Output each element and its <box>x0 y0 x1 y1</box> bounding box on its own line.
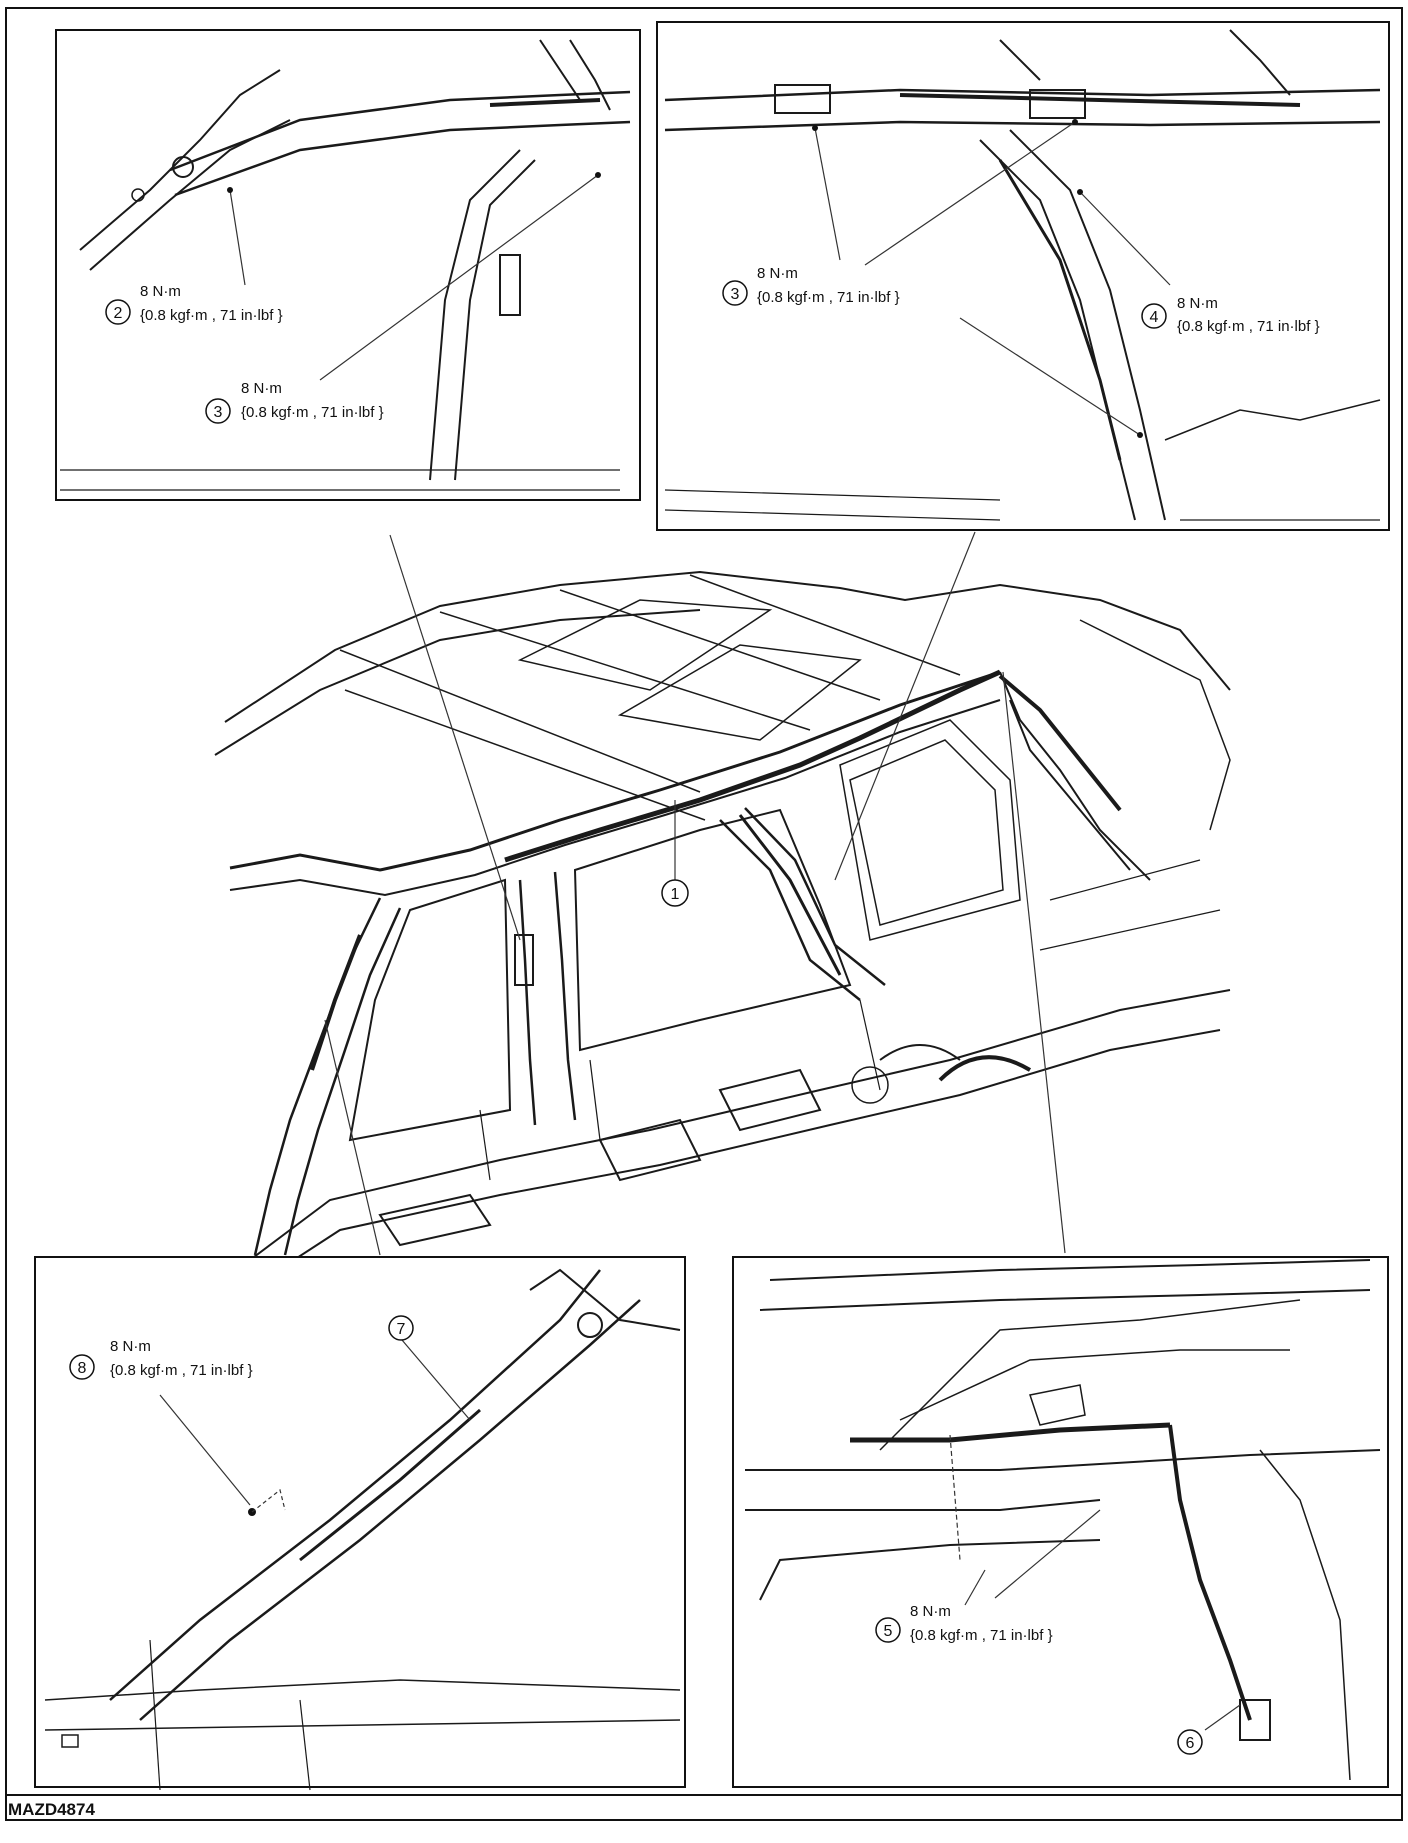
callout-3a: 3 <box>214 404 223 421</box>
torque-spec-2: {0.8 kgf·m , 71 in·lbf } <box>140 307 283 324</box>
torque-spec-8: {0.8 kgf·m , 71 in·lbf } <box>110 1362 253 1379</box>
torque-spec-5: {0.8 kgf·m , 71 in·lbf } <box>910 1627 1053 1644</box>
main-vehicle-illustration <box>214 570 1231 1296</box>
callout-5-circle <box>875 1617 901 1643</box>
callout-2-circle <box>105 299 131 325</box>
callout-8: 8 <box>78 1360 87 1377</box>
inset-bottom-right: 5 8 N·m {0.8 kgf·m , 71 in·lbf } 6 <box>732 1256 1389 1788</box>
torque-value-2: 8 N·m <box>140 283 181 300</box>
inset-connector-lines <box>324 531 1066 1256</box>
callout-1: 1 <box>671 886 680 903</box>
torque-spec-3a: {0.8 kgf·m , 71 in·lbf } <box>241 404 384 421</box>
torque-value-4: 8 N·m <box>1177 295 1218 312</box>
torque-spec-4: {0.8 kgf·m , 71 in·lbf } <box>1177 318 1320 335</box>
callout-6: 6 <box>1186 1735 1195 1752</box>
callout-7: 7 <box>397 1321 406 1338</box>
callout-3b-circle <box>722 280 748 306</box>
callout-1-circle <box>661 879 689 907</box>
callout-5: 5 <box>884 1623 893 1640</box>
torque-spec-3b: {0.8 kgf·m , 71 in·lbf } <box>757 289 900 306</box>
diagram-id: MAZD4874 <box>8 1800 95 1819</box>
torque-value-8: 8 N·m <box>110 1338 151 1355</box>
callout-7-circle <box>388 1315 414 1341</box>
torque-value-3b: 8 N·m <box>757 265 798 282</box>
outer-frame <box>5 7 1403 1821</box>
callout-4-circle <box>1141 303 1167 329</box>
callout-3b: 3 <box>731 286 740 303</box>
torque-value-5: 8 N·m <box>910 1603 951 1620</box>
inset-top-left: 2 8 N·m {0.8 kgf·m , 71 in·lbf } 3 8 N·m… <box>55 29 641 501</box>
inset-bottom-left: 7 8 8 N·m {0.8 kgf·m , 71 in·lbf } <box>34 1256 686 1791</box>
callout-3a-circle <box>205 398 231 424</box>
callout-8-circle <box>69 1354 95 1380</box>
inset-top-right: 3 8 N·m {0.8 kgf·m , 71 in·lbf } 4 8 N·m… <box>656 21 1390 531</box>
torque-value-3a: 8 N·m <box>241 380 282 397</box>
callout-2: 2 <box>114 305 123 322</box>
callout-6-circle <box>1177 1729 1203 1755</box>
callout-4: 4 <box>1150 309 1159 326</box>
